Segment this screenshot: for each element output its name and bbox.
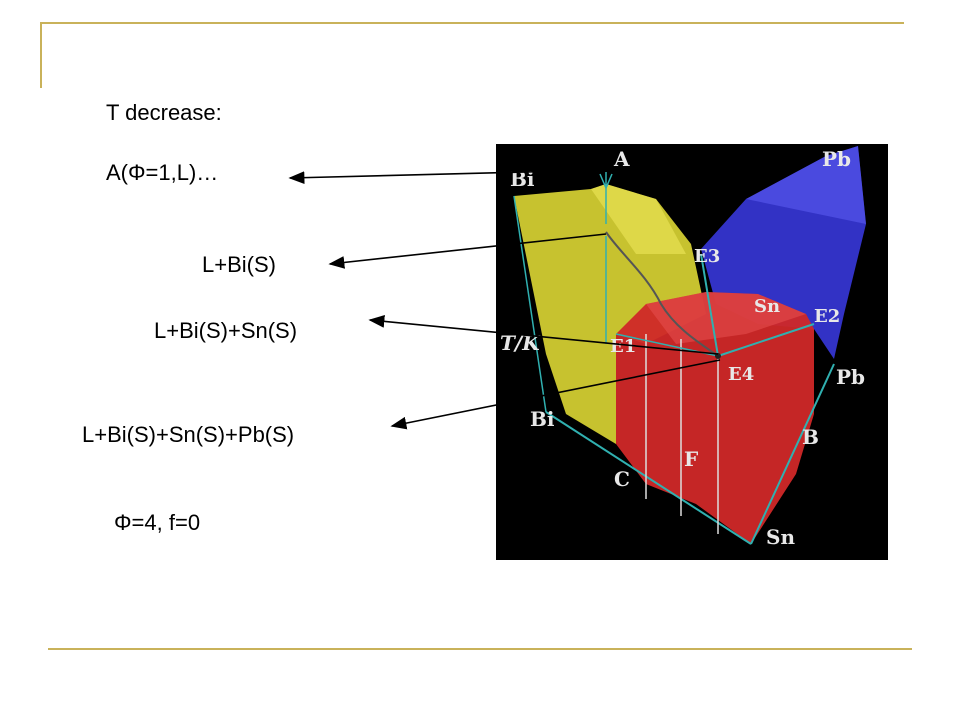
- label-sn-face: Sn: [754, 296, 780, 317]
- bottom-rule: [48, 648, 912, 650]
- top-rule: [40, 22, 904, 24]
- heading-text: T decrease:: [106, 100, 222, 125]
- label-e1: E1: [610, 336, 636, 357]
- step-liquid-bi: L+Bi(S): [202, 252, 276, 277]
- label-e3: E3: [694, 246, 720, 267]
- label-pb-side: Pb: [836, 365, 865, 389]
- label-t-k: T/K: [500, 331, 541, 355]
- label-a: A: [613, 147, 630, 171]
- label-bi-bottom: Bi: [530, 407, 555, 431]
- step-liquid-a: A(Φ=1,L)…: [106, 160, 219, 185]
- label-c: C: [614, 467, 630, 491]
- phase-diagram-svg: A Bi Pb E3 Sn E2 T/K E1 E4 Pb Bi B F C S…: [500, 146, 866, 549]
- step-liquid-bi-sn: L+Bi(S)+Sn(S): [154, 318, 298, 343]
- label-sn-bottom: Sn: [766, 525, 795, 549]
- label-pb-top: Pb: [822, 147, 851, 171]
- step-liquid-bi-sn-pb: L+Bi(S)+Sn(S)+Pb(S): [82, 422, 295, 447]
- label-e4: E4: [728, 364, 754, 385]
- result-text: Φ=4, f=0: [114, 510, 201, 535]
- label-b: B: [802, 425, 819, 449]
- label-bi-top: Bi: [510, 167, 535, 191]
- label-f: F: [684, 447, 698, 471]
- ternary-phase-diagram: A Bi Pb E3 Sn E2 T/K E1 E4 Pb Bi B F C S…: [496, 144, 888, 560]
- label-e2: E2: [814, 306, 840, 327]
- left-rule: [40, 22, 42, 88]
